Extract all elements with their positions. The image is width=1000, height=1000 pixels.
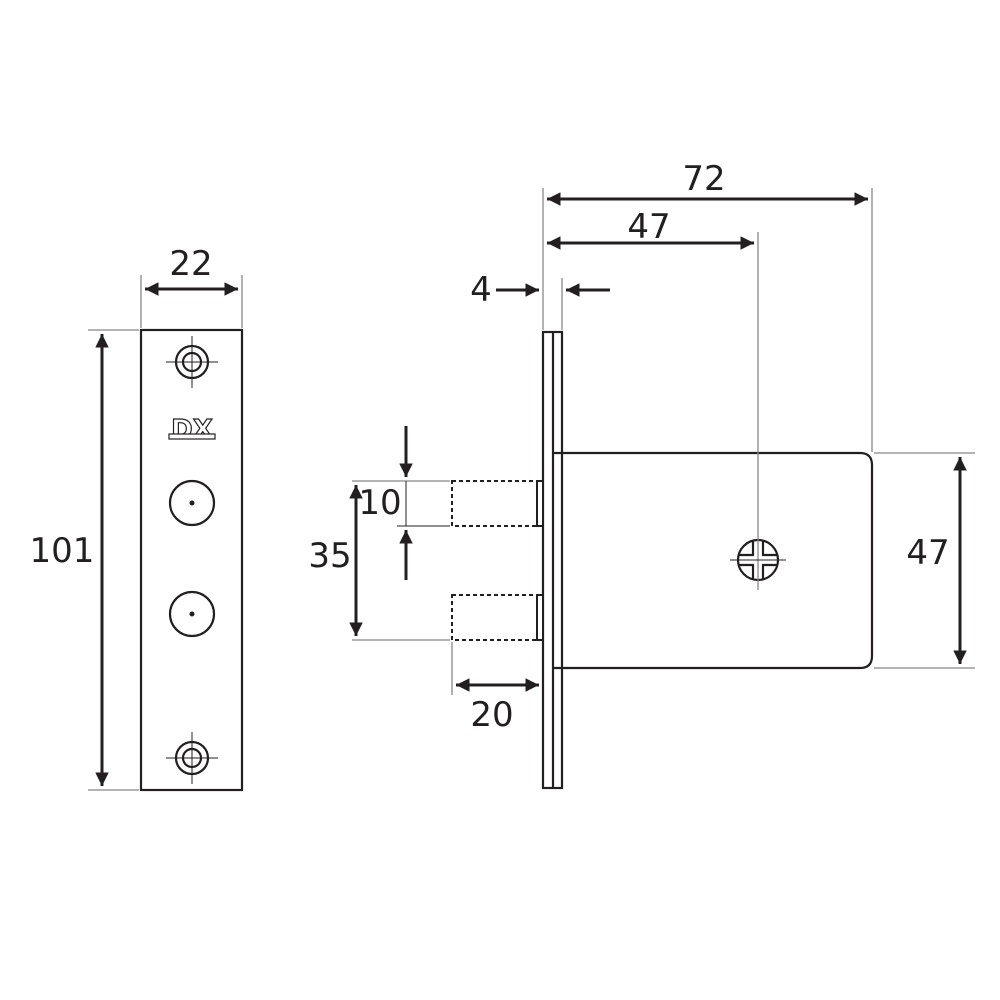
dimension-overall-depth: 72: [542, 159, 873, 452]
dimension-faceplate-thickness: 4: [470, 270, 610, 330]
dim-label-47-body: 47: [906, 533, 949, 573]
dimension-bolt-throw: 20: [451, 642, 539, 735]
dim-label-4: 4: [470, 270, 492, 310]
dim-label-22: 22: [169, 244, 212, 284]
dim-label-10: 10: [358, 483, 401, 523]
dim-label-72: 72: [682, 159, 725, 199]
dx-logo: DX: [168, 414, 216, 446]
bolt-upper: [451, 480, 544, 527]
screw-phillips: [730, 232, 786, 590]
svg-text:DX: DX: [171, 415, 213, 445]
dimension-body-height: 47: [874, 452, 975, 669]
dim-label-20: 20: [470, 695, 513, 735]
dim-label-101: 101: [30, 531, 95, 571]
strike-plate: DX: [139, 328, 244, 792]
bolt-lower: [451, 594, 544, 641]
screw-hole-top: [166, 336, 218, 388]
dim-label-47-backset: 47: [627, 207, 670, 247]
lock-side-view: [451, 232, 874, 790]
bolt-hole-lower: [168, 590, 216, 638]
dimension-bolt-spacing: 35: [308, 485, 450, 641]
dimension-strike-height: 101: [30, 329, 139, 791]
dim-label-35: 35: [308, 536, 351, 576]
dimension-bolt-height: 10: [352, 426, 450, 580]
screw-hole-bottom: [166, 732, 218, 784]
dimension-strike-width: 22: [140, 244, 243, 328]
bolt-hole-upper: [168, 479, 216, 527]
dimension-backset: 47: [547, 207, 754, 250]
